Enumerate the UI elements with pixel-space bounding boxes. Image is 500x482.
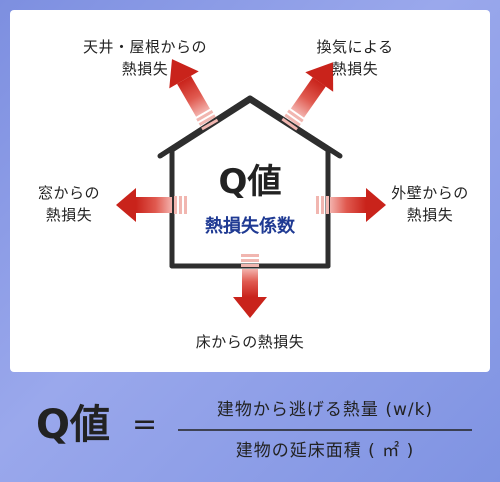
house-title: Q値 bbox=[219, 162, 282, 202]
label-ventilation-line1: 換気による bbox=[316, 38, 394, 56]
house-subtitle: 熱損失係数 bbox=[205, 215, 296, 237]
arrow-left-window bbox=[116, 188, 187, 222]
label-roof-ceiling-line1: 天井・屋根からの bbox=[82, 38, 207, 56]
label-window-line2: 熱損失 bbox=[45, 206, 93, 224]
label-ventilation: 換気による 熱損失 bbox=[285, 36, 425, 80]
arrow-floor bbox=[233, 254, 267, 318]
label-ventilation-line2: 熱損失 bbox=[331, 60, 379, 78]
label-floor-line1: 床からの熱損失 bbox=[195, 333, 305, 351]
formula-denominator: 建物の延床面積 ( ㎡ ) bbox=[235, 441, 415, 461]
formula-lhs: Q値 bbox=[36, 402, 111, 448]
arrow-roof-right bbox=[281, 62, 334, 131]
house-roof bbox=[157, 95, 343, 159]
label-window-line1: 窓からの bbox=[37, 184, 100, 202]
label-exterior-wall-line2: 熱損失 bbox=[406, 206, 454, 224]
label-roof-ceiling: 天井・屋根からの 熱損失 bbox=[50, 36, 240, 80]
label-exterior-wall-line1: 外壁からの bbox=[391, 184, 469, 202]
label-window: 窓からの 熱損失 bbox=[14, 182, 124, 226]
label-exterior-wall: 外壁からの 熱損失 bbox=[372, 182, 488, 226]
arrow-roof-left bbox=[169, 59, 219, 131]
formula-numerator: 建物から逃げる熱量 (w/k) bbox=[216, 400, 434, 420]
label-roof-ceiling-line2: 熱損失 bbox=[121, 60, 169, 78]
formula-equals: = bbox=[132, 407, 158, 442]
label-floor: 床からの熱損失 bbox=[150, 331, 350, 353]
arrow-right-wall bbox=[316, 188, 386, 222]
